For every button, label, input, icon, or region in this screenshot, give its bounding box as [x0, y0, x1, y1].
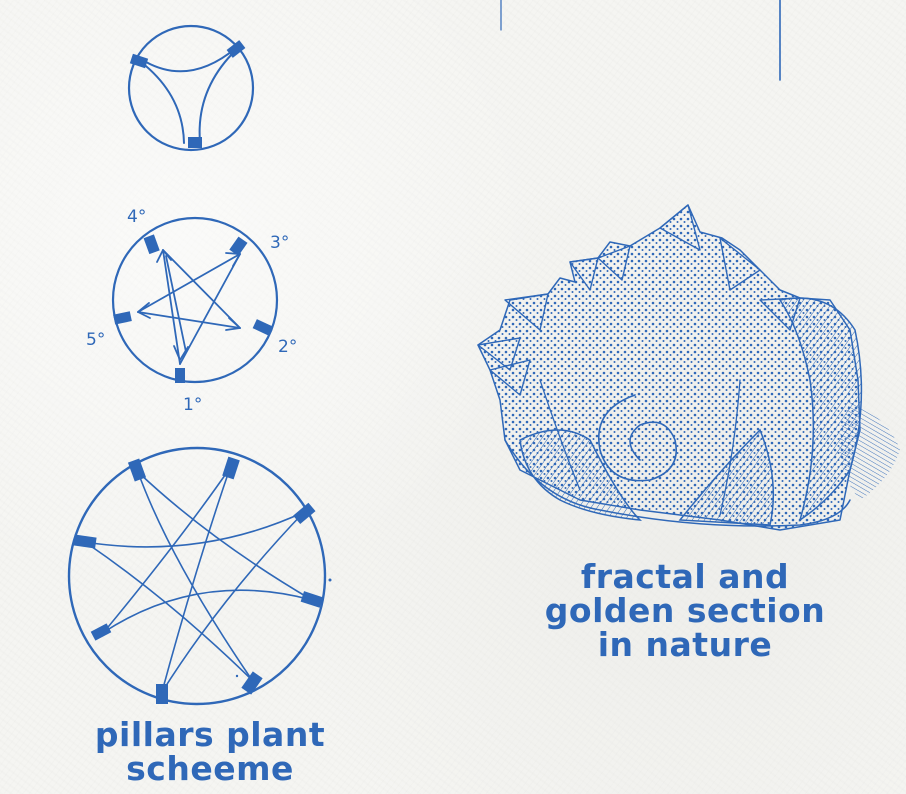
pillar-label-5: 5° [86, 330, 105, 350]
caption-line: golden section [540, 594, 830, 628]
pillar-marker-1 [175, 368, 185, 383]
romanesco-broccoli-illustration [478, 205, 900, 530]
three-pillar-scheme [129, 26, 253, 150]
pillar-marker-4 [144, 234, 160, 254]
star-curve [85, 542, 252, 680]
pillar-label-1: 1° [183, 395, 202, 415]
seven-pillar-circle [69, 448, 325, 704]
caption-line: in nature [540, 628, 830, 662]
caption-line: scheeme [70, 752, 350, 786]
broccoli-head [478, 205, 860, 530]
caption-line: fractal and [540, 560, 830, 594]
five-pillar-scheme: 1° 2° 3° 4° 5° [86, 207, 297, 415]
three-pillar-arc-2 [146, 48, 236, 71]
star-line [163, 250, 240, 328]
ink-dot [329, 579, 332, 582]
ink-dot [236, 675, 238, 677]
pillars-plant-caption: pillars plant scheeme [70, 718, 350, 786]
five-pillar-circle [113, 218, 277, 382]
pillar-marker [156, 684, 168, 704]
pillar-marker-5 [113, 311, 132, 324]
pillar-marker [188, 137, 202, 148]
pillar-label-4: 4° [127, 207, 146, 227]
star-curve [104, 468, 230, 632]
star-line [138, 312, 240, 328]
fractal-caption: fractal and golden section in nature [540, 560, 830, 662]
pillar-marker [241, 671, 262, 694]
pillar-label-2: 2° [278, 337, 297, 357]
caption-line: pillars plant [70, 718, 350, 752]
star-curve [162, 512, 304, 692]
star-curve [138, 472, 312, 600]
pillar-label-3: 3° [270, 233, 289, 253]
seven-pillar-scheme [69, 448, 332, 704]
